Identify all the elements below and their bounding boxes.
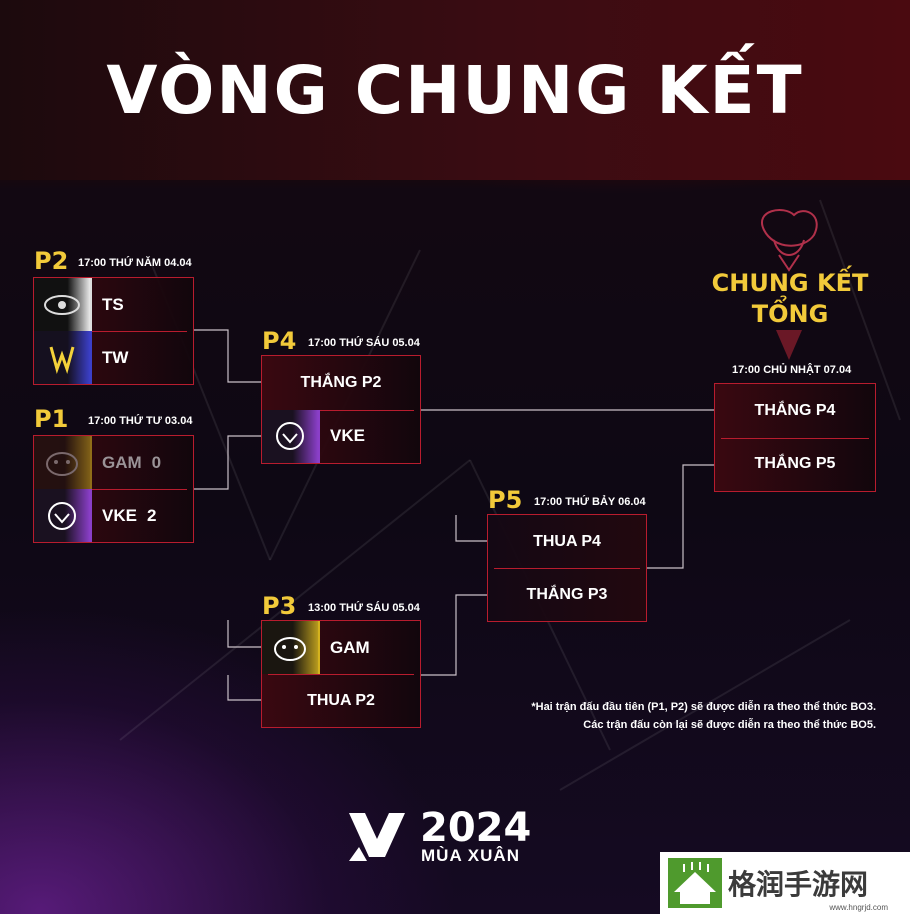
match-label-p3: P3 <box>262 592 297 620</box>
watermark-logo-icon <box>668 858 722 908</box>
tw-logo-icon <box>34 331 92 384</box>
divider <box>268 409 414 411</box>
match-time-p1: 17:00 THỨ TƯ 03.04 <box>88 415 193 427</box>
match-label-p2: P2 <box>34 247 69 275</box>
match-label-p5: P5 <box>488 486 523 514</box>
match-p1-bottom[interactable]: VKE 2 <box>34 489 193 542</box>
match-time-p2: 17:00 THỨ NĂM 04.04 <box>78 257 192 269</box>
grand-final-title: CHUNG KẾT TỔNG <box>690 268 890 330</box>
ts-logo-icon <box>34 278 92 331</box>
match-p1[interactable]: GAM 0 VKE 2 <box>33 435 194 543</box>
vke-logo-icon <box>34 489 92 542</box>
page-title: VÒNG CHUNG KẾT <box>106 52 804 129</box>
team-score: 2 <box>146 505 157 525</box>
grand-final-title-line1: CHUNG KẾT <box>711 269 869 297</box>
match-p2-bottom[interactable]: TW <box>34 331 193 384</box>
divider <box>40 331 187 332</box>
format-note-line2: Các trận đấu còn lại sẽ được diễn ra the… <box>583 719 876 731</box>
header-band <box>0 0 910 180</box>
team-name: TW <box>102 347 129 367</box>
match-p4-bottom[interactable]: VKE <box>262 409 420 463</box>
team-name: VKE <box>102 505 137 525</box>
match-p3[interactable]: GAM THUA P2 <box>261 620 421 728</box>
gam-logo-icon <box>34 436 92 489</box>
match-time-p3: 13:00 THỨ SÁU 05.04 <box>308 602 420 614</box>
match-p4-top[interactable]: THẮNG P2 <box>300 373 382 391</box>
grand-final-title-line2: TỔNG <box>751 300 829 328</box>
connector-lines <box>194 329 715 701</box>
match-p2-top[interactable]: TS <box>34 278 193 331</box>
match-time-p4: 17:00 THỨ SÁU 05.04 <box>308 337 420 349</box>
gam-logo-icon <box>262 621 320 674</box>
match-time-p5: 17:00 THỨ BẢY 06.04 <box>534 496 646 508</box>
brand-season: MÙA XUÂN <box>421 846 520 865</box>
format-note-line1: *Hai trận đấu đầu tiên (P1, P2) sẽ được … <box>531 701 876 713</box>
match-p4[interactable]: THẮNG P2 VKE <box>261 355 421 464</box>
team-name: GAM <box>330 637 370 657</box>
match-final[interactable]: THẮNG P4 THẮNG P5 <box>714 383 876 492</box>
match-p5-bottom[interactable]: THẮNG P3 <box>526 585 608 603</box>
trophy-icon <box>761 209 818 360</box>
team-score: 0 <box>151 452 162 472</box>
match-time-final: 17:00 CHỦ NHẬT 07.04 <box>732 364 852 376</box>
match-p3-bottom[interactable]: THUA P2 <box>307 691 375 709</box>
team-name: GAM <box>102 452 142 472</box>
match-final-top[interactable]: THẮNG P4 <box>754 401 836 419</box>
match-p3-top[interactable]: GAM <box>262 621 420 674</box>
watermark: 格润手游网 www.hngrjd.com <box>660 852 910 914</box>
watermark-text: 格润手游网 <box>728 868 869 901</box>
match-p5-top[interactable]: THUA P4 <box>533 532 601 550</box>
watermark-url: www.hngrjd.com <box>829 903 888 912</box>
divider <box>494 568 640 569</box>
divider <box>268 674 414 675</box>
team-name: VKE <box>330 426 365 446</box>
match-p5[interactable]: THUA P4 THẮNG P3 <box>487 514 647 622</box>
divider <box>721 437 869 439</box>
match-final-bottom[interactable]: THẮNG P5 <box>754 455 836 473</box>
match-p2[interactable]: TS TW <box>33 277 194 385</box>
format-note: *Hai trận đấu đầu tiên (P1, P2) sẽ được … <box>531 698 876 734</box>
match-p1-top[interactable]: GAM 0 <box>34 436 193 489</box>
team-name: TS <box>102 294 124 314</box>
divider <box>40 489 187 490</box>
match-label-p4: P4 <box>262 327 297 355</box>
league-logo-icon <box>349 813 405 861</box>
brand-year: 2024 <box>420 805 532 851</box>
vke-logo-icon <box>262 409 320 463</box>
match-label-p1: P1 <box>34 405 69 433</box>
